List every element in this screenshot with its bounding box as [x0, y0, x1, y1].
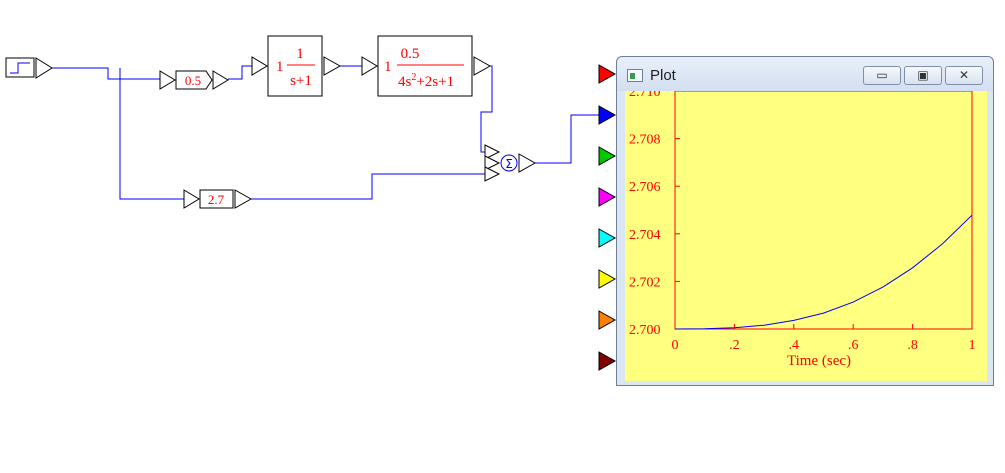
- plot-chart: 2.710 2.708 2.706 2.704 2.702 2.700 0 .2 .4 .6 .8…: [629, 85, 976, 369]
- tf-2-den-part-b: +2s+1: [416, 74, 454, 90]
- sum-symbol: Σ: [505, 157, 513, 171]
- gain-1-value: 0.5: [185, 73, 201, 88]
- y-tick-label: 2.700: [629, 323, 661, 338]
- y-tick-label: 2.710: [629, 91, 661, 100]
- close-button[interactable]: ✕: [945, 66, 983, 85]
- plot-input-port-3[interactable]: [598, 146, 617, 166]
- x-tick-label: .6: [848, 338, 859, 353]
- tf-2-gain: 1: [384, 59, 392, 75]
- sum-output-port: [518, 153, 537, 173]
- plot-input-port-1[interactable]: [598, 64, 617, 84]
- sum-input-port-2: [484, 155, 501, 171]
- plot-input-port-6[interactable]: [598, 269, 617, 289]
- tf-2-den-part-a: 4s: [398, 74, 412, 90]
- tf-2-numerator: 0.5: [401, 46, 420, 62]
- tf-1-input-port: [251, 56, 268, 76]
- x-tick-label: .2: [729, 338, 740, 353]
- step-source-block[interactable]: [5, 57, 53, 79]
- tf-2-den-exponent: 2: [411, 72, 416, 83]
- plot-axes-frame: [674, 90, 973, 330]
- wire-step-to-split: [52, 67, 160, 80]
- transfer-function-2[interactable]: 1 0.5 4s2+2s+1: [361, 35, 492, 97]
- gain-2-input-port: [183, 189, 200, 209]
- step-output-port: [35, 57, 53, 79]
- plot-input-ports: [598, 64, 617, 371]
- plot-trace: [674, 214, 973, 330]
- wire-gain2-to-sum: [251, 173, 485, 200]
- x-axis-label: Time (sec): [787, 353, 851, 369]
- plot-app-icon: [627, 69, 643, 82]
- gain-2-output-port: [234, 189, 253, 209]
- wire-sum-to-plot: [535, 114, 599, 164]
- wire-tf2-to-sum: [480, 65, 493, 153]
- y-tick-label: 2.708: [629, 133, 661, 148]
- wire-gain1-to-tf1: [228, 65, 252, 80]
- plot-area: 2.710 2.708 2.706 2.704 2.702 2.700 0 .2 .4 .6 .8…: [625, 85, 987, 381]
- plot-titlebar[interactable]: Plot ▭ ▣ ✕: [617, 57, 993, 91]
- gain-1-output-port: [212, 70, 229, 90]
- gain-block-2[interactable]: 2.7: [183, 189, 253, 209]
- plot-input-port-5[interactable]: [598, 228, 617, 248]
- transfer-function-1[interactable]: 1 1 s+1: [251, 35, 342, 97]
- x-tick-label: .4: [789, 338, 800, 353]
- plot-input-port-2[interactable]: [598, 105, 617, 125]
- x-tick-label: 0: [672, 338, 679, 353]
- x-tick-label: 1: [969, 338, 976, 353]
- wire-split-to-gain2: [119, 68, 184, 200]
- sum-block[interactable]: Σ: [484, 144, 537, 182]
- tf-1-gain: 1: [276, 59, 284, 75]
- tf-2-output-port: [473, 56, 492, 76]
- y-tick-label: 2.702: [629, 275, 661, 290]
- y-tick-label: 2.706: [629, 180, 661, 195]
- tf-2-input-port: [361, 56, 378, 76]
- tf-1-denominator: s+1: [290, 73, 312, 89]
- plot-input-port-7[interactable]: [598, 310, 617, 330]
- x-tick-label: .8: [907, 338, 918, 353]
- y-tick-label: 2.704: [629, 228, 661, 243]
- plot-input-port-8[interactable]: [598, 351, 617, 371]
- plot-input-port-4[interactable]: [598, 187, 617, 207]
- gain-1-input-port: [159, 70, 176, 90]
- minimize-button[interactable]: ▭: [863, 66, 901, 85]
- signal-wires: [52, 65, 599, 200]
- plot-window[interactable]: Plot ▭ ▣ ✕ 2.710 2.708 2.706 2.704 2.702 2.70…: [616, 56, 994, 386]
- gain-block-1[interactable]: 0.5: [159, 70, 229, 90]
- maximize-button[interactable]: ▣: [904, 66, 942, 85]
- tf-2-denominator: 4s2+2s+1: [398, 72, 454, 90]
- sum-input-port-3: [484, 166, 501, 182]
- plot-window-title: Plot: [650, 67, 676, 84]
- tf-1-output-port: [323, 56, 342, 76]
- sum-input-port-1: [484, 144, 501, 160]
- step-icon: [10, 62, 30, 74]
- tf-1-numerator: 1: [296, 46, 304, 62]
- gain-2-value: 2.7: [208, 192, 225, 207]
